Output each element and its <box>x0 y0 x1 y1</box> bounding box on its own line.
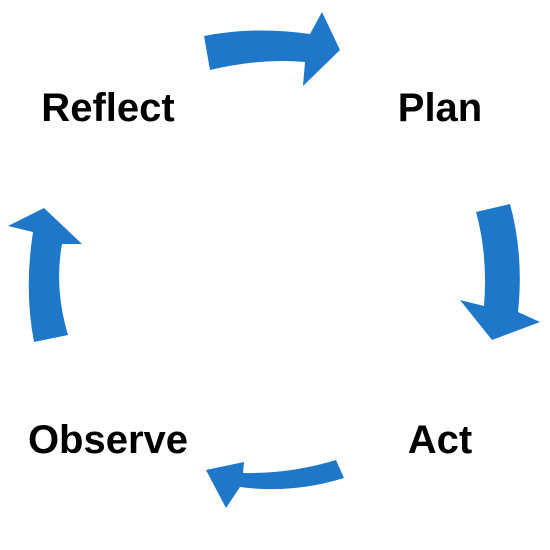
arrow-observe-to-reflect <box>8 208 82 342</box>
arrow-reflect-to-plan <box>204 12 340 86</box>
stage-label-observe: Observe <box>27 418 189 462</box>
stage-label-act: Act <box>407 418 473 462</box>
stage-label-plan: Plan <box>397 86 483 130</box>
arrow-plan-to-act <box>460 204 540 340</box>
arrow-act-to-observe <box>206 460 344 508</box>
stage-label-reflect: Reflect <box>41 86 175 130</box>
